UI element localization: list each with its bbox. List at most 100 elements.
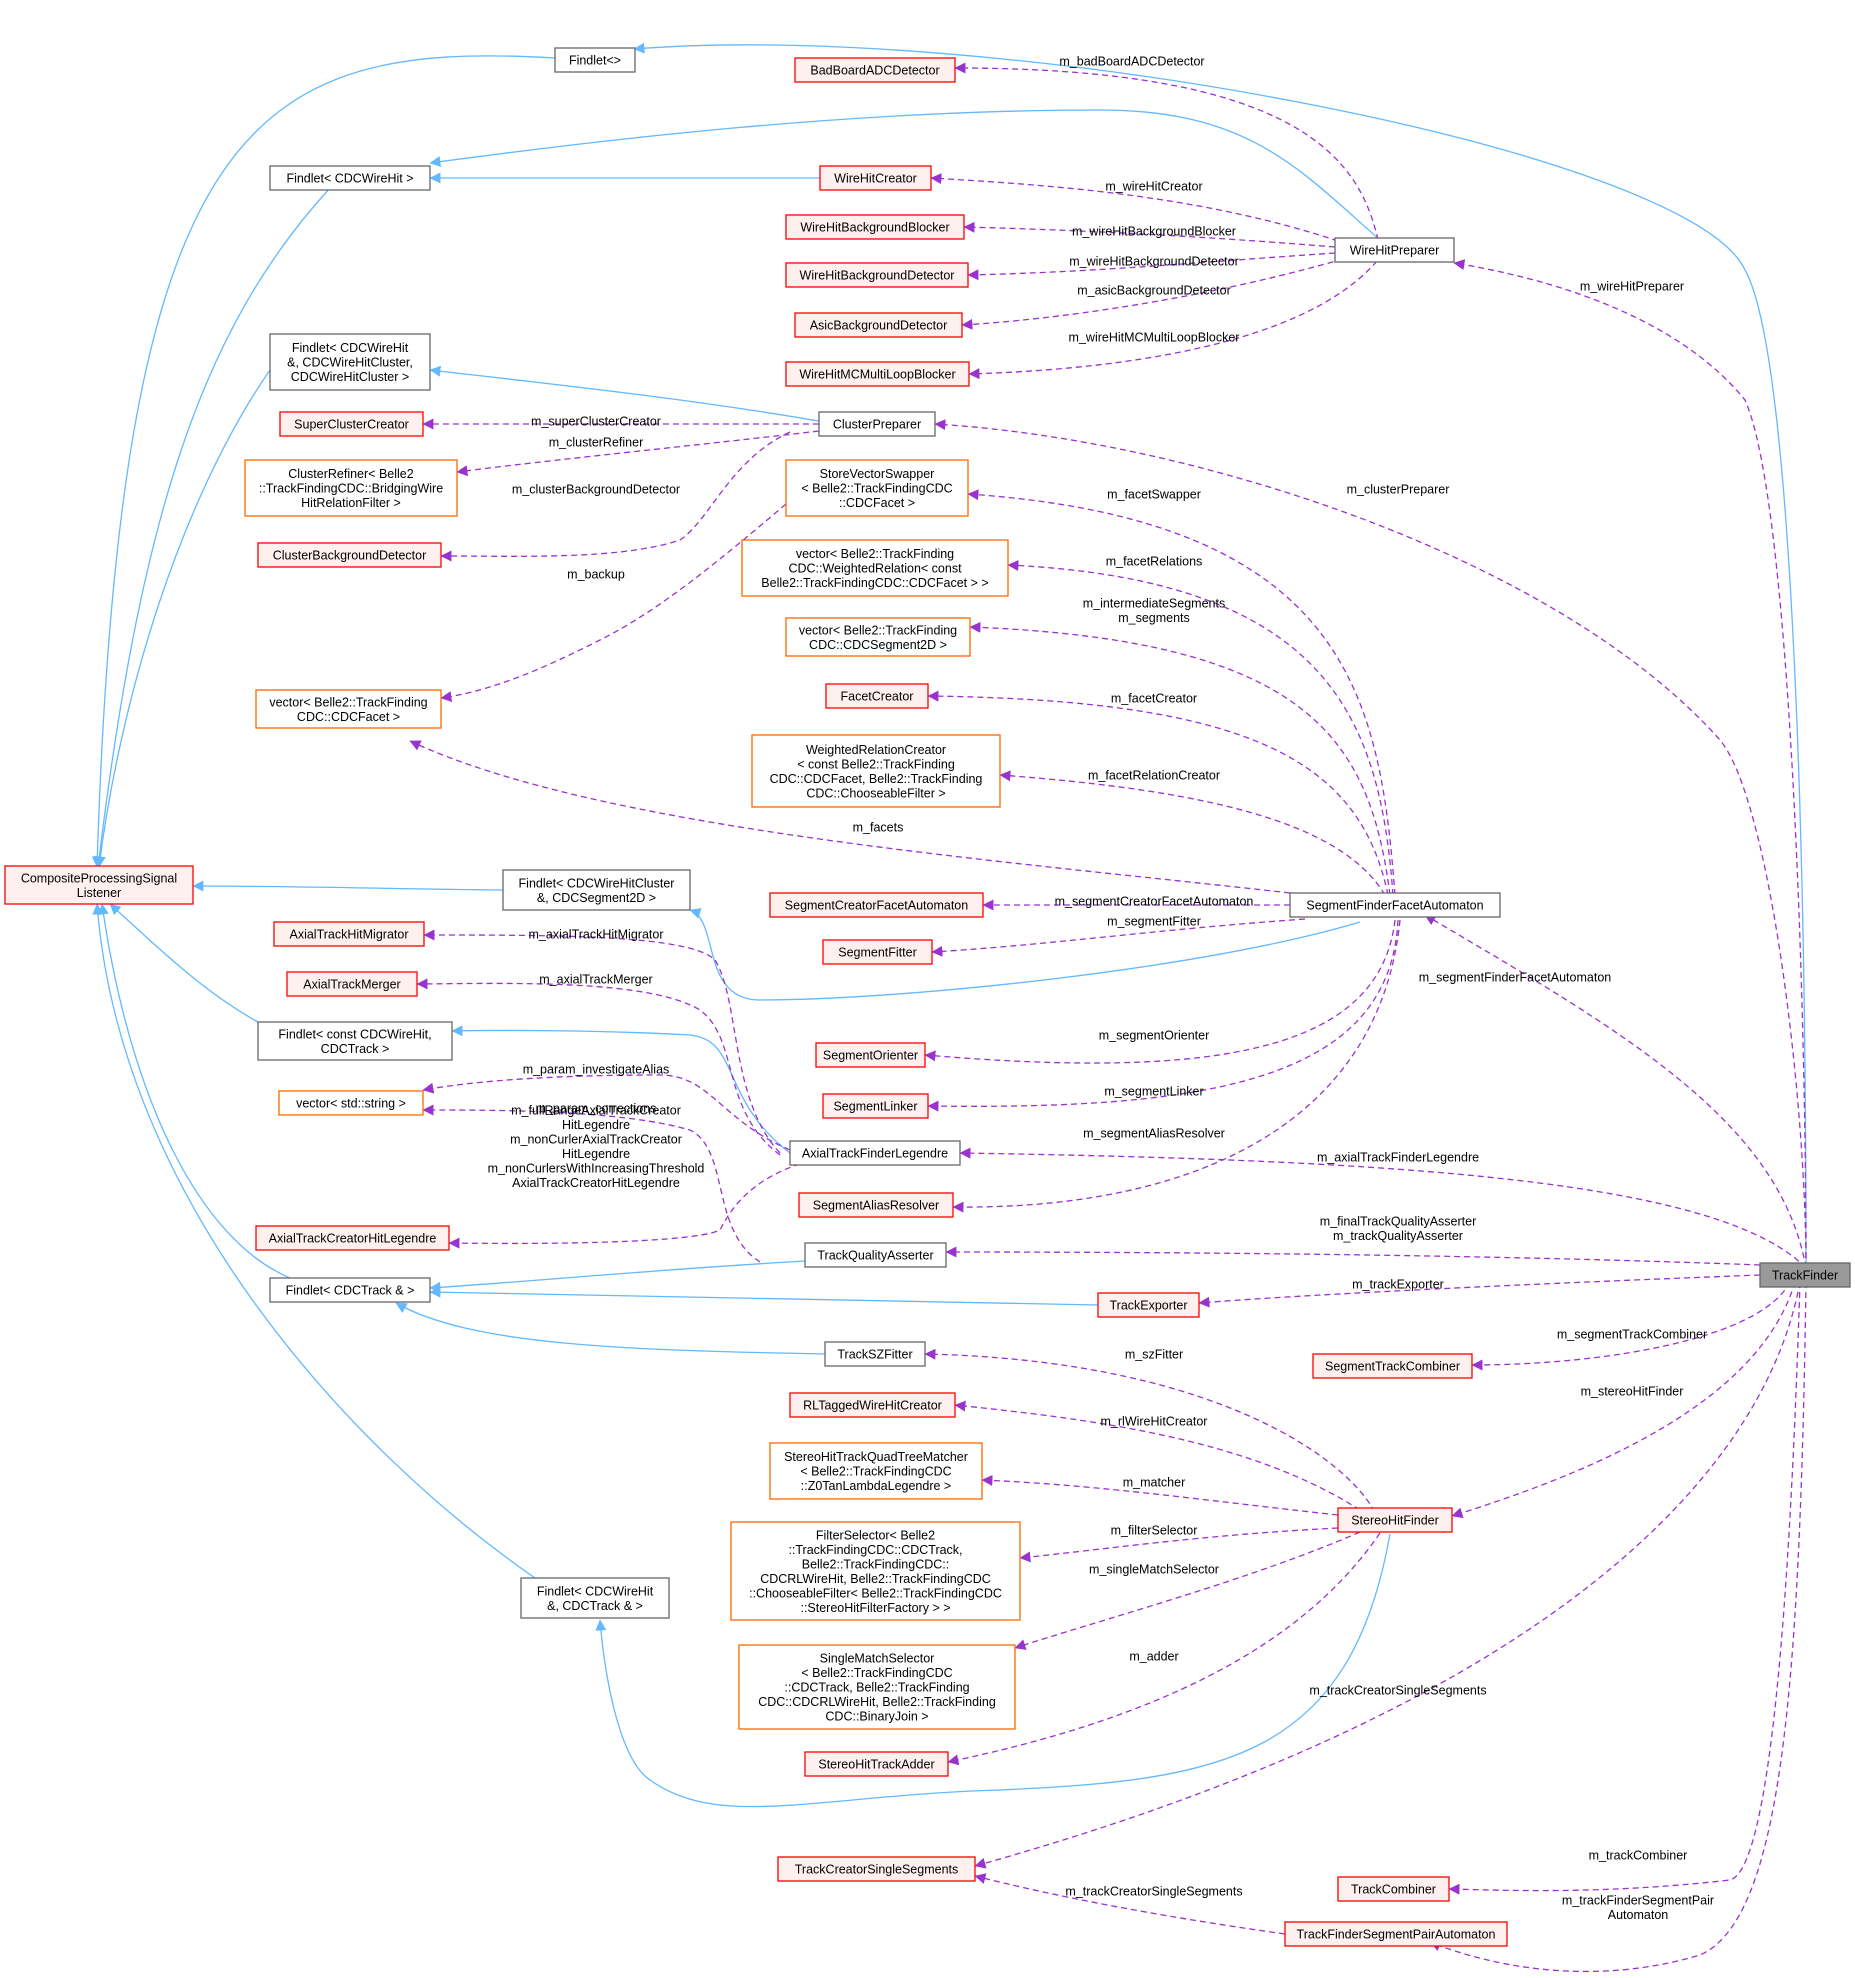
use-edge-clusterrefiner	[456, 430, 820, 477]
node-label-line: TrackQualityAsserter	[817, 1249, 933, 1263]
node-box	[798, 1192, 954, 1218]
node-box	[1312, 1353, 1473, 1379]
edge-label-legendrecreators: m_fullRangeAxialTrackCreator	[511, 1103, 681, 1117]
class-node-wh-bg-detector[interactable]: WireHitBackgroundDetector	[785, 262, 969, 288]
node-label-line: ClusterPreparer	[833, 418, 921, 432]
class-node-tf-segpair[interactable]: TrackFinderSegmentPairAutomaton	[1284, 1921, 1508, 1947]
class-node-track-sz[interactable]: TrackSZFitter	[824, 1341, 926, 1367]
class-node-axial-merger[interactable]: AxialTrackMerger	[286, 971, 418, 997]
node-box	[825, 683, 929, 709]
class-node-asic-bg[interactable]: AsicBackgroundDetector	[794, 312, 963, 338]
edge-label-segcreatorfa: m_segmentCreatorFacetAutomaton	[1055, 895, 1254, 909]
class-node-seg-alias[interactable]: SegmentAliasResolver	[798, 1192, 954, 1218]
edge-label-facetswapper: m_facetSwapper	[1107, 488, 1201, 502]
edge-label-facets: m_facets	[853, 821, 904, 835]
class-node-stereo-finder[interactable]: StereoHitFinder	[1337, 1507, 1453, 1533]
edge-label-legendrecreators: HitLegendre	[562, 1118, 630, 1132]
node-box	[804, 1242, 947, 1268]
class-node-findlet-tpl[interactable]: Findlet<>	[554, 47, 636, 73]
class-node-stereo-adder[interactable]: StereoHitTrackAdder	[804, 1751, 949, 1777]
class-node-axial-creator-legendre[interactable]: AxialTrackCreatorHitLegendre	[255, 1225, 450, 1251]
class-node-stereo-quadtree[interactable]: StereoHitTrackQuadTreeMatcher< Belle2::T…	[769, 1442, 983, 1500]
class-node-findlet-track[interactable]: Findlet< CDCTrack & >	[269, 1277, 431, 1303]
class-node-axial-migrator[interactable]: AxialTrackHitMigrator	[273, 921, 425, 947]
node-label-line: ::StereoHitFilterFactory > >	[800, 1601, 950, 1615]
class-node-bad-board[interactable]: BadBoardADCDetector	[794, 57, 956, 83]
edge-label-axialmigrator: m_axialTrackHitMigrator	[529, 928, 664, 942]
class-node-track-quality[interactable]: TrackQualityAsserter	[804, 1242, 947, 1268]
class-node-facet-creator[interactable]: FacetCreator	[825, 683, 929, 709]
node-label-line: AsicBackgroundDetector	[810, 319, 948, 333]
edge-label-whbgblocker: m_wireHitBackgroundBlocker	[1072, 225, 1236, 239]
use-edge-whbgdetector	[967, 252, 1336, 281]
edge-label-segalias: m_segmentAliasResolver	[1083, 1127, 1225, 1141]
class-node-vec-segment2d[interactable]: vector< Belle2::TrackFindingCDC::CDCSegm…	[785, 617, 971, 657]
class-node-cluster-refiner[interactable]: ClusterRefiner< Belle2::TrackFindingCDC:…	[244, 459, 458, 517]
class-node-track-exporter[interactable]: TrackExporter	[1097, 1292, 1200, 1318]
class-node-vec-weighted[interactable]: vector< Belle2::TrackFindingCDC::Weighte…	[741, 539, 1009, 597]
node-box	[278, 1090, 424, 1116]
node-box	[1334, 237, 1455, 263]
edge-label-tcsingle1: m_trackCreatorSingleSegments	[1309, 1684, 1486, 1698]
class-node-vec-facet[interactable]: vector< Belle2::TrackFindingCDC::CDCFace…	[255, 689, 442, 729]
edge-label-legendrecreators: m_nonCurlerAxialTrackCreator	[510, 1132, 682, 1146]
use-edge-matcher	[981, 1474, 1339, 1516]
use-edge-clusterpreparer	[934, 419, 1807, 1269]
class-node-super-cluster[interactable]: SuperClusterCreator	[279, 411, 424, 437]
node-label-line: Findlet< const CDCWireHit,	[278, 1027, 431, 1041]
node-label-line: CDCTrack >	[321, 1042, 390, 1056]
class-node-track-creator-single[interactable]: TrackCreatorSingleSegments	[777, 1856, 976, 1882]
class-node-weighted-rel-creator[interactable]: WeightedRelationCreator< const Belle2::T…	[751, 734, 1001, 808]
edge-label-investigate: m_param_investigateAlias	[523, 1063, 670, 1077]
class-node-track-combiner[interactable]: TrackCombiner	[1337, 1876, 1450, 1902]
node-box	[4, 865, 194, 905]
node-label-line: Belle2::TrackFindingCDC::CDCFacet > >	[761, 576, 988, 590]
node-label-line: RLTaggedWireHitCreator	[803, 1399, 942, 1413]
node-label-line: SegmentOrienter	[823, 1049, 918, 1063]
inherit-edge-findlettrack-composite	[98, 903, 291, 1279]
edge-label-axialmerger: m_axialTrackMerger	[539, 973, 652, 987]
node-box	[769, 1442, 983, 1500]
class-node-findlet-seg2d[interactable]: Findlet< CDCWireHitCluster &, CDCSegment…	[502, 869, 691, 911]
class-node-findlet-wirehit[interactable]: Findlet< CDCWireHit >	[269, 165, 431, 191]
class-node-wh-mc-blocker[interactable]: WireHitMCMultiLoopBlocker	[785, 361, 970, 387]
use-edge-tcsingle2	[974, 1873, 1286, 1935]
class-node-seg-finder-fa[interactable]: SegmentFinderFacetAutomaton	[1289, 892, 1501, 918]
class-node-findlet-wh-track[interactable]: Findlet< CDCWireHit&, CDCTrack & >	[520, 1577, 670, 1619]
inherit-edge-sz-findlettrack	[395, 1302, 826, 1355]
use-edge-adder	[947, 1532, 1381, 1766]
node-label-line: HitRelationFilter >	[301, 496, 401, 510]
edge-label-matcher: m_matcher	[1123, 1476, 1186, 1490]
use-edge-segfinderfa	[1424, 914, 1807, 1269]
node-box	[785, 214, 965, 240]
node-box	[785, 617, 971, 657]
class-node-track-finder[interactable]: TrackFinder	[1759, 1262, 1851, 1288]
class-node-seg-creator-fa[interactable]: SegmentCreatorFacetAutomaton	[769, 892, 984, 918]
node-box	[1289, 892, 1501, 918]
class-node-seg-track-combiner[interactable]: SegmentTrackCombiner	[1312, 1353, 1473, 1379]
class-node-vec-string[interactable]: vector< std::string >	[278, 1090, 424, 1116]
class-node-cluster-bg[interactable]: ClusterBackgroundDetector	[257, 542, 442, 568]
class-node-segment-fitter[interactable]: SegmentFitter	[822, 939, 933, 965]
node-label-line: TrackFinderSegmentPairAutomaton	[1297, 1928, 1496, 1942]
edge-label-whmc: m_wireHitMCMultiLoopBlocker	[1069, 331, 1240, 345]
use-edge-whcreator	[930, 173, 1339, 242]
node-label-line: &, CDCWireHitCluster,	[287, 356, 413, 370]
class-node-filter-selector[interactable]: FilterSelector< Belle2::TrackFindingCDC:…	[730, 1521, 1021, 1621]
edge-label-szfitter: m_szFitter	[1125, 1348, 1183, 1362]
class-node-wirehit-creator[interactable]: WireHitCreator	[819, 165, 932, 191]
edge-label-clusterpreparer: m_clusterPreparer	[1347, 483, 1450, 497]
class-node-segment-linker[interactable]: SegmentLinker	[822, 1093, 929, 1119]
class-node-wirehit-preparer[interactable]: WireHitPreparer	[1334, 237, 1455, 263]
class-node-findlet-cluster[interactable]: Findlet< CDCWireHit &, CDCWireHitCluster…	[269, 333, 431, 391]
class-node-axial-legendre[interactable]: AxialTrackFinderLegendre	[789, 1140, 961, 1166]
class-node-segment-orienter[interactable]: SegmentOrienter	[815, 1042, 926, 1068]
class-node-single-match[interactable]: SingleMatchSelector< Belle2::TrackFindin…	[738, 1644, 1016, 1730]
class-node-findlet-const[interactable]: Findlet< const CDCWireHit,CDCTrack >	[257, 1021, 453, 1061]
node-label-line: < Belle2::TrackFindingCDC	[800, 1465, 951, 1479]
class-node-cluster-preparer[interactable]: ClusterPreparer	[818, 411, 936, 437]
class-node-wh-bg-blocker[interactable]: WireHitBackgroundBlocker	[785, 214, 965, 240]
class-node-rl-tagged[interactable]: RLTaggedWireHitCreator	[789, 1392, 956, 1418]
class-node-store-swapper[interactable]: StoreVectorSwapper< Belle2::TrackFinding…	[785, 459, 969, 517]
